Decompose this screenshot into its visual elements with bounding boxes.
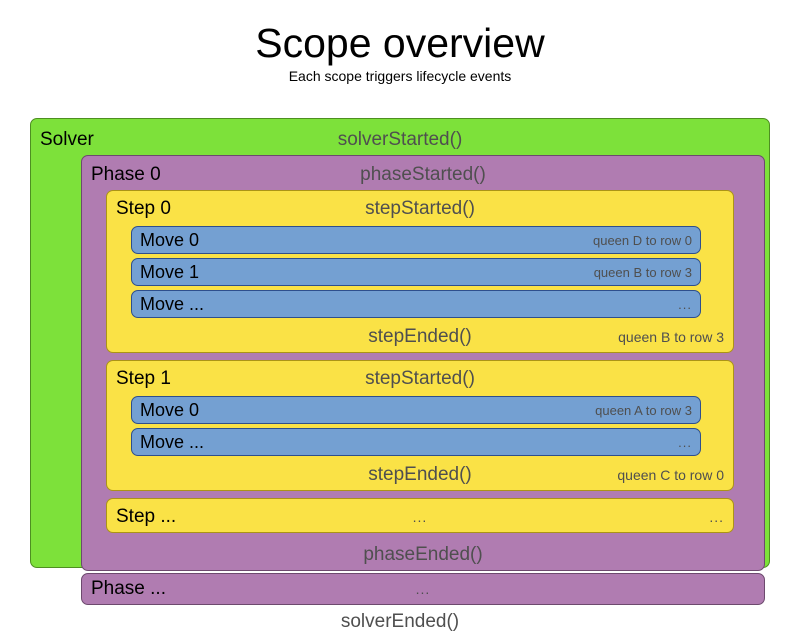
phase-ellipsis-label: Phase ... <box>91 578 166 599</box>
phase-scope-box: Phase 0 phaseStarted() Step 0 stepStarte… <box>81 155 765 571</box>
move-row: Move ... ... <box>132 291 700 317</box>
move-label: Move ... <box>140 293 205 314</box>
move-row: Move 1 queen B to row 3 <box>132 259 700 285</box>
step-scope-box: Step 1 stepStarted() Move 0 queen A to r… <box>106 360 734 491</box>
phase-footer-row: phaseEnded() <box>82 540 764 570</box>
phase-label: Phase 0 <box>91 164 161 185</box>
page-title: Scope overview <box>255 20 545 66</box>
phase-started-event: phaseStarted() <box>360 164 486 185</box>
move-annotation: queen B to row 3 <box>593 264 692 280</box>
step-ellipsis-box: Step ... ... ... <box>106 498 734 533</box>
step-ellipsis-center: ... <box>412 509 428 525</box>
move-annotation: queen D to row 0 <box>592 232 692 248</box>
step-footer-row: stepEnded() queen C to row 0 <box>107 460 733 490</box>
phase-ended-event: phaseEnded() <box>363 544 483 565</box>
move-scope-box: Move 0 queen D to row 0 <box>131 226 701 254</box>
move-annotation-ellipsis: ... <box>678 434 692 450</box>
move-scope-box: Move ... ... <box>131 290 701 318</box>
phase-ellipsis-center: ... <box>415 581 431 597</box>
move-scope-box: Move 1 queen B to row 3 <box>131 258 701 286</box>
move-row: Move 0 queen A to row 3 <box>132 397 700 423</box>
solver-label: Solver <box>40 129 94 150</box>
scope-overview-diagram: Solver solverStarted() Phase 0 phaseStar… <box>30 118 770 632</box>
step-ellipsis-right: ... <box>709 509 724 525</box>
solver-header-row: Solver solverStarted() <box>31 125 769 155</box>
phase-ellipsis-box: Phase ... ... <box>81 573 765 605</box>
step-label: Step 0 <box>116 198 171 219</box>
move-scope-box: Move ... ... <box>131 428 701 456</box>
step-started-event: stepStarted() <box>365 368 475 389</box>
move-annotation-ellipsis: ... <box>678 296 692 312</box>
move-list: Move 0 queen D to row 0 Move 1 queen B t… <box>107 224 733 318</box>
step-footer-row: stepEnded() queen B to row 3 <box>107 322 733 352</box>
title-block: Scope overview Each scope triggers lifec… <box>0 0 800 84</box>
move-label: Move 1 <box>140 261 200 282</box>
step-scope-box: Step 0 stepStarted() Move 0 queen D to r… <box>106 190 734 353</box>
move-label: Move 0 <box>140 229 200 250</box>
move-row: Move ... ... <box>132 429 700 455</box>
page-subtitle: Each scope triggers lifecycle events <box>288 68 512 85</box>
step-started-event: stepStarted() <box>365 198 475 219</box>
move-label: Move 0 <box>140 399 200 420</box>
move-label: Move ... <box>140 431 205 452</box>
step-ellipsis-label: Step ... <box>116 506 177 527</box>
step-label: Step 1 <box>116 368 171 389</box>
move-list: Move 0 queen A to row 3 Move ... ... <box>107 394 733 456</box>
step-ended-annotation: queen B to row 3 <box>618 329 724 345</box>
step-header-row: Step 0 stepStarted() <box>107 194 733 224</box>
step-header-row: Step 1 stepStarted() <box>107 364 733 394</box>
solver-footer-row: solverEnded() <box>31 607 769 637</box>
move-row: Move 0 queen D to row 0 <box>132 227 700 253</box>
solver-scope-box: Solver solverStarted() Phase 0 phaseStar… <box>30 118 770 632</box>
solver-started-event: solverStarted() <box>337 129 463 150</box>
solver-ended-event: solverEnded() <box>340 611 460 632</box>
phase-header-row: Phase 0 phaseStarted() <box>82 160 764 190</box>
step-ended-annotation: queen C to row 0 <box>617 467 724 483</box>
step-ellipsis-row: Step ... ... ... <box>107 502 733 532</box>
move-scope-box: Move 0 queen A to row 3 <box>131 396 701 424</box>
move-annotation: queen A to row 3 <box>595 402 692 418</box>
